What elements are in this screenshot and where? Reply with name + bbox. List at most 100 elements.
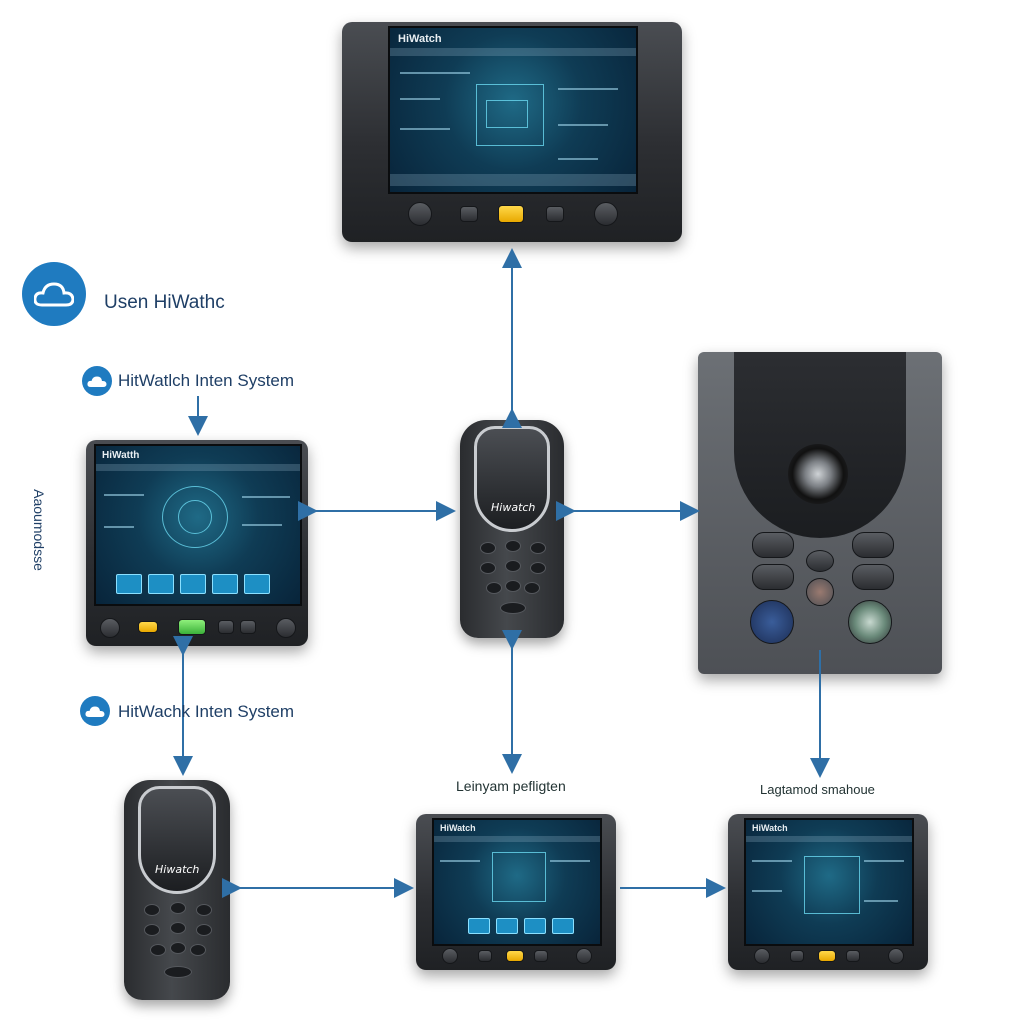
bottom-mid-nav-button[interactable]: [576, 948, 592, 964]
bottom-right-menu-button[interactable]: [790, 950, 804, 962]
bottom-right-title: HiWatch: [752, 823, 788, 833]
top-back-button[interactable]: [546, 206, 564, 222]
control-key-right-lower[interactable]: [852, 564, 894, 590]
remote-key[interactable]: [530, 542, 546, 554]
joystick-icon[interactable]: [788, 444, 848, 504]
remote-key[interactable]: [150, 944, 166, 956]
remote-key[interactable]: [196, 904, 212, 916]
bottom-mid-tile[interactable]: [468, 918, 490, 934]
left-monitor: HiWatth: [86, 440, 308, 646]
top-floorplan-inner: [486, 100, 528, 128]
left-tile-network[interactable]: [244, 574, 270, 594]
top-ui-line: [558, 158, 598, 160]
bottom-right-back-button[interactable]: [846, 950, 860, 962]
top-menu-button[interactable]: [460, 206, 478, 222]
left-monitor-header-bar: [96, 464, 300, 471]
left-ui-line: [242, 524, 282, 526]
remote-key[interactable]: [144, 924, 160, 936]
remote-key[interactable]: [480, 562, 496, 574]
top-ui-line: [400, 128, 450, 130]
vertical-label: Aaoumodsse: [30, 489, 47, 571]
left-tile-camera[interactable]: [180, 574, 206, 594]
remote-key[interactable]: [505, 540, 521, 552]
control-dial[interactable]: [848, 600, 892, 644]
remote-key[interactable]: [190, 944, 206, 956]
control-key-mid-lower[interactable]: [806, 578, 834, 606]
control-unit: [698, 352, 942, 674]
bottom-right-nav-button[interactable]: [888, 948, 904, 964]
bottom-mid-power-button[interactable]: [442, 948, 458, 964]
remote-key[interactable]: [144, 904, 160, 916]
bottom-right-monitor: HiWatch: [728, 814, 928, 970]
bottom-remote: Hiwatch: [124, 780, 230, 1000]
remote-key[interactable]: [505, 580, 521, 592]
bottom-mid-back-button[interactable]: [534, 950, 548, 962]
remote-key[interactable]: [524, 582, 540, 594]
remote-key[interactable]: [164, 966, 192, 978]
remote-key[interactable]: [486, 582, 502, 594]
left-power-button[interactable]: [100, 618, 120, 638]
left-ui-line: [242, 496, 290, 498]
cloud-icon: [80, 696, 110, 726]
remote-key[interactable]: [480, 542, 496, 554]
top-monitor-header-bar: [390, 48, 636, 56]
remote-key[interactable]: [530, 562, 546, 574]
remote-key[interactable]: [500, 602, 526, 614]
center-remote-screen: Hiwatch: [474, 426, 550, 532]
bottom-mid-status-led: [506, 950, 524, 962]
left-tile-settings[interactable]: [148, 574, 174, 594]
bottom-right-header-bar: [746, 836, 912, 842]
bottom-remote-screen: Hiwatch: [138, 786, 216, 894]
left-globe-inner: [178, 500, 212, 534]
top-ui-line: [558, 88, 618, 90]
remote-key[interactable]: [170, 942, 186, 954]
cloud-icon: [82, 366, 112, 396]
system-label-2: HitWachk Inten System: [118, 702, 295, 721]
remote-key[interactable]: [505, 560, 521, 572]
top-ui-line: [400, 72, 470, 74]
bottom-mid-ui-line: [440, 860, 480, 862]
center-remote-brand: Hiwatch: [491, 501, 536, 514]
bottom-right-ui-line: [752, 860, 792, 862]
left-monitor-title: HiWatth: [102, 450, 140, 461]
bottom-mid-screen: HiWatch: [432, 818, 602, 946]
remote-key[interactable]: [170, 902, 186, 914]
left-menu-button[interactable]: [218, 620, 234, 634]
top-floorplan: [476, 84, 544, 146]
bottom-right-floorplan: [804, 856, 860, 914]
bottom-mid-title: HiWatch: [440, 823, 476, 833]
left-tile-security[interactable]: [212, 574, 238, 594]
control-key-left-lower[interactable]: [752, 564, 794, 590]
top-monitor-footer-bar: [390, 174, 636, 186]
left-tile-cloud[interactable]: [116, 574, 142, 594]
top-power-button[interactable]: [408, 202, 432, 226]
control-key-left[interactable]: [752, 532, 794, 558]
control-key-right[interactable]: [852, 532, 894, 558]
bottom-mid-monitor: HiWatch: [416, 814, 616, 970]
bottom-mid-tile[interactable]: [552, 918, 574, 934]
link-label-middle: Leinyam pefligten: [456, 778, 566, 794]
control-bluetooth-button[interactable]: [750, 600, 794, 644]
bottom-mid-floorplan: [492, 852, 546, 902]
remote-key[interactable]: [170, 922, 186, 934]
bottom-mid-tile[interactable]: [524, 918, 546, 934]
left-nav-button[interactable]: [276, 618, 296, 638]
top-status-led: [498, 205, 524, 223]
top-ui-line: [400, 98, 440, 100]
bottom-right-status-led: [818, 950, 836, 962]
left-back-button[interactable]: [240, 620, 256, 634]
bottom-right-power-button[interactable]: [754, 948, 770, 964]
bottom-mid-header-bar: [434, 836, 600, 842]
center-remote: Hiwatch: [460, 420, 564, 638]
remote-key[interactable]: [196, 924, 212, 936]
bottom-mid-tile[interactable]: [496, 918, 518, 934]
left-status-led: [138, 621, 158, 633]
control-key-center[interactable]: [806, 550, 834, 572]
top-nav-button[interactable]: [594, 202, 618, 226]
bottom-mid-menu-button[interactable]: [478, 950, 492, 962]
bottom-right-ui-line: [864, 900, 898, 902]
top-monitor: HiWatch: [342, 22, 682, 242]
cloud-icon: [22, 262, 86, 326]
